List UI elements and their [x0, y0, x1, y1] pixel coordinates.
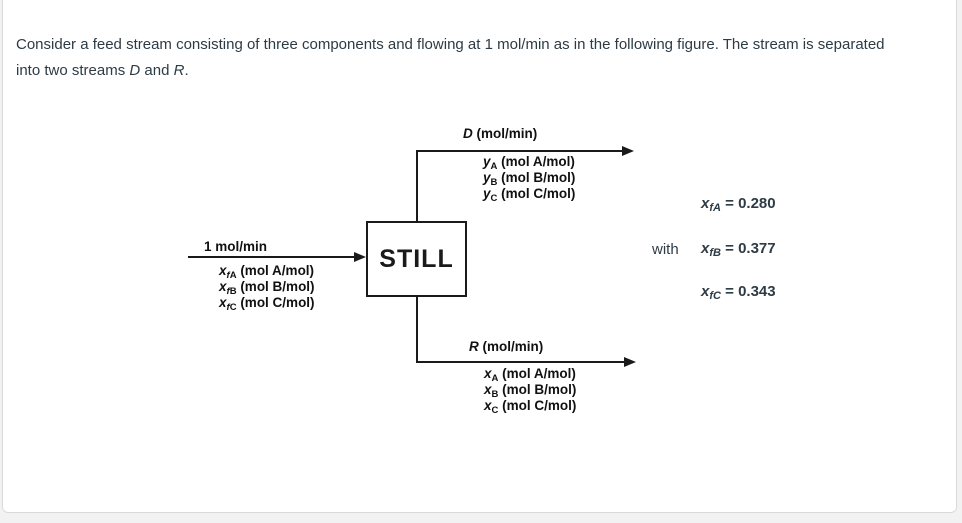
- given-value-xfa: xfA = 0.280: [701, 195, 776, 214]
- residue-units: (mol/min): [478, 339, 544, 354]
- problem-statement: Consider a feed stream consisting of thr…: [16, 32, 946, 84]
- composition-line: yA (mol A/mol): [483, 154, 575, 173]
- stream-d-symbol: D: [129, 62, 141, 79]
- composition-line: xfA (mol A/mol): [219, 263, 315, 282]
- problem-line2-end: .: [184, 62, 189, 79]
- with-label: with: [652, 241, 679, 258]
- feed-rate-label: 1 mol/min: [204, 239, 268, 254]
- still-unit-box: STILL: [366, 221, 467, 297]
- feed-arrow: [188, 252, 366, 262]
- composition-line: xB (mol B/mol): [484, 382, 577, 401]
- problem-line2-start: into two streams: [16, 62, 130, 79]
- residue-symbol: R: [469, 339, 479, 354]
- distillate-stream-label: D (mol/min): [463, 126, 537, 141]
- distillate-symbol: D: [463, 126, 473, 141]
- distillate-units: (mol/min): [472, 126, 538, 141]
- composition-line: yB (mol B/mol): [483, 170, 576, 189]
- residue-stream-label: R (mol/min): [469, 339, 543, 354]
- composition-line: yC (mol C/mol): [483, 186, 576, 205]
- problem-line1: Consider a feed stream consisting of thr…: [16, 36, 885, 53]
- problem-line2-mid: and: [140, 62, 174, 79]
- distillate-arrow: [416, 146, 634, 222]
- given-value-xfb: xfB = 0.377: [701, 240, 776, 259]
- composition-line: xfB (mol B/mol): [219, 279, 315, 298]
- composition-line: xC (mol C/mol): [484, 398, 577, 417]
- composition-line: xA (mol A/mol): [484, 366, 576, 385]
- question-card: [2, 0, 957, 513]
- residue-arrow: [416, 296, 636, 367]
- still-label: STILL: [379, 244, 454, 273]
- residue-composition-list: xA (mol A/mol) xB (mol B/mol) xC (mol C/…: [484, 366, 577, 417]
- composition-line: xfC (mol C/mol): [219, 295, 315, 314]
- feed-composition-list: xfA (mol A/mol) xfB (mol B/mol) xfC (mol…: [219, 263, 315, 314]
- distillate-composition-list: yA (mol A/mol) yB (mol B/mol) yC (mol C/…: [483, 154, 576, 205]
- given-value-xfc: xfC = 0.343: [701, 283, 776, 302]
- stream-r-symbol: R: [173, 62, 185, 79]
